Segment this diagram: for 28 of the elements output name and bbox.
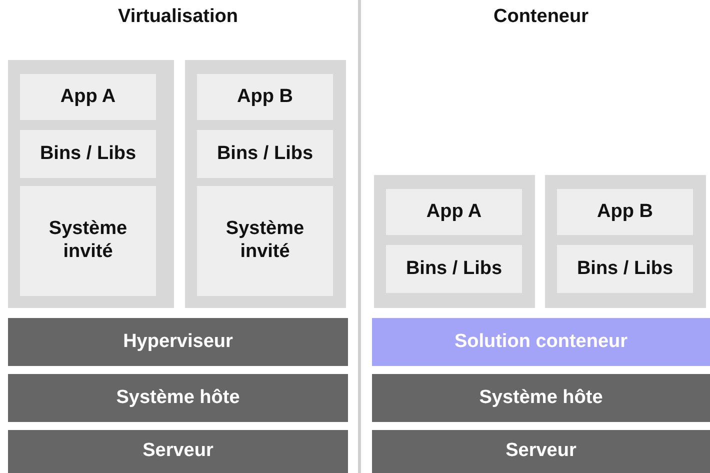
layer-bar xyxy=(372,318,710,366)
layer-label: Système hôte xyxy=(479,386,603,410)
layer-bar xyxy=(372,374,710,422)
layer-label: Bins / Libs xyxy=(576,258,674,280)
layer-label: Système invité xyxy=(48,218,128,264)
layer-bar xyxy=(8,430,348,473)
layer-label: App A xyxy=(60,86,116,108)
stack-panel xyxy=(8,60,174,308)
layer-label: Serveur xyxy=(506,440,576,463)
layer-label: Bins / Libs xyxy=(40,142,136,166)
layer-label: App B xyxy=(237,86,293,108)
layer-label: Système invité xyxy=(224,218,306,264)
stack-panel xyxy=(374,175,535,308)
column-title: Virtualisation xyxy=(118,6,238,27)
layer-label: App B xyxy=(597,200,653,224)
layer-label: Hyperviseur xyxy=(123,330,233,354)
layer-bar xyxy=(372,430,710,473)
stack-panel xyxy=(545,175,706,308)
layer-label: Bins / Libs xyxy=(216,142,314,166)
column-title: Conteneur xyxy=(494,6,588,27)
layer-label: Serveur xyxy=(142,440,214,463)
layer-bar xyxy=(8,318,348,366)
layer-label: Solution conteneur xyxy=(454,330,628,354)
layer-bar xyxy=(8,374,348,422)
layer-label: Système hôte xyxy=(116,386,240,410)
stack-panel xyxy=(185,60,346,308)
layer-label: App A xyxy=(426,200,482,224)
layer-label: Bins / Libs xyxy=(406,258,502,280)
